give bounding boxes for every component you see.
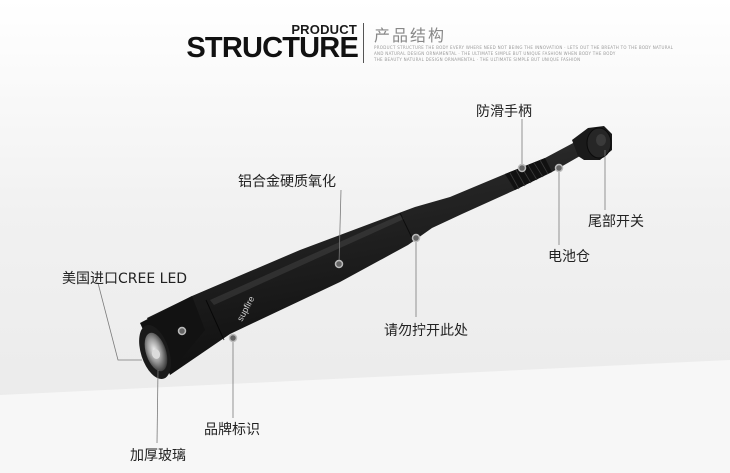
marker-grip xyxy=(517,163,527,173)
label-tail-switch: 尾部开关 xyxy=(588,214,644,230)
header-structure-word: STRUCTURE xyxy=(186,32,358,64)
flashlight-body xyxy=(139,126,612,379)
marker-battery xyxy=(554,163,564,173)
marker-alloy xyxy=(334,259,344,269)
label-glass: 加厚玻璃 xyxy=(130,448,186,464)
label-battery: 电池仓 xyxy=(548,249,590,265)
callout-line-led xyxy=(96,282,142,361)
header-product-word: PRODUCT xyxy=(291,22,357,37)
marker-led xyxy=(177,326,187,336)
header-title-cn: 产品结构 xyxy=(374,26,447,45)
label-grip: 防滑手柄 xyxy=(476,104,532,120)
header-desc-line-2: AND NATURAL DESIGN ORNAMENTAL · THE ULTI… xyxy=(374,51,616,56)
label-no-twist: 请勿拧开此处 xyxy=(384,323,468,339)
marker-brand xyxy=(228,333,238,343)
label-alloy: 铝合金硬质氧化 xyxy=(238,174,336,190)
callout-markers xyxy=(177,163,564,343)
header-divider xyxy=(363,23,364,63)
callout-line-glass xyxy=(156,369,159,444)
callout-lines xyxy=(96,119,606,444)
callout-line-alloy xyxy=(338,189,342,265)
marker-no-twist xyxy=(411,233,421,243)
header-desc-line-3: THE BEAUTY NATURAL DESIGN ORNAMENTAL · T… xyxy=(374,57,581,62)
label-brand: 品牌标识 xyxy=(204,422,260,438)
header-desc-line-1: PRODUCT STRUCTURE THE BODY EVERY WHERE N… xyxy=(374,45,674,50)
label-led: 美国进口CREE LED xyxy=(62,271,188,287)
